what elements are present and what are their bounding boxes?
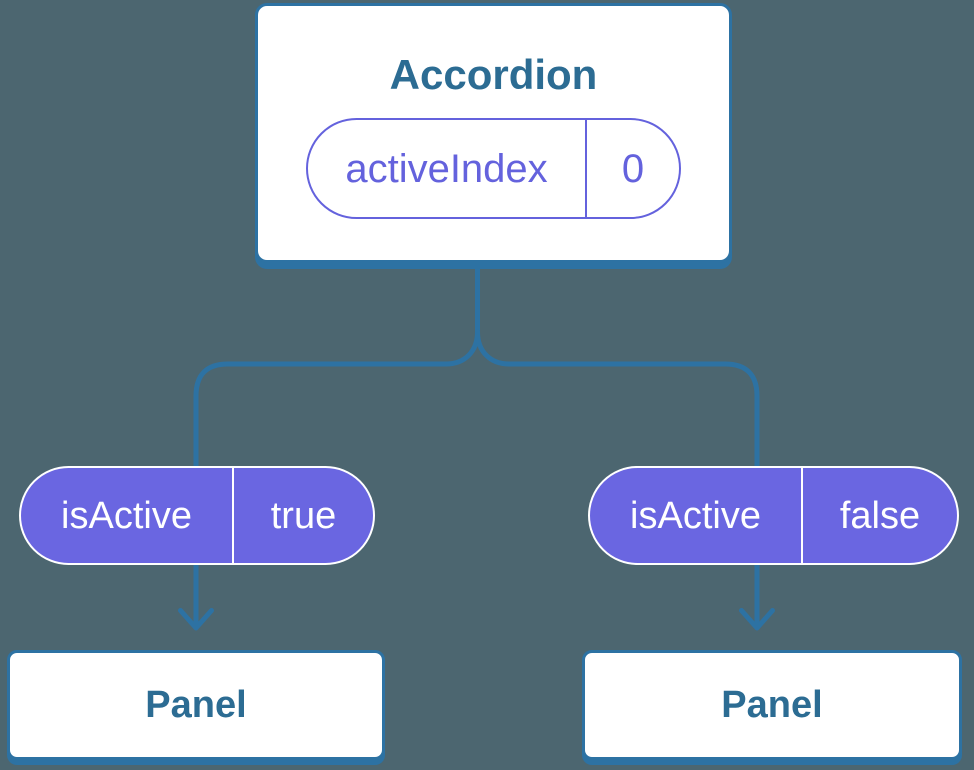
component-title: Accordion bbox=[389, 51, 598, 98]
prop-pill-left: isActive true bbox=[19, 466, 375, 565]
prop-pill-right: isActive false bbox=[588, 466, 959, 565]
panel-card-left: Panel bbox=[7, 650, 385, 760]
connector-right-branch bbox=[475, 329, 760, 627]
panel-card-right: Panel bbox=[582, 650, 962, 760]
state-name: activeIndex bbox=[345, 146, 548, 191]
accordion-component-card: Accordion activeIndex 0 bbox=[255, 3, 732, 263]
prop-name: isActive bbox=[61, 494, 192, 537]
component-title: Panel bbox=[145, 684, 247, 726]
prop-value: false bbox=[801, 468, 957, 563]
state-value: 0 bbox=[585, 120, 679, 217]
prop-value: true bbox=[232, 468, 373, 563]
state-pill: activeIndex 0 bbox=[306, 118, 681, 219]
arrowhead-right-icon bbox=[739, 608, 775, 631]
arrowhead-left-icon bbox=[178, 608, 214, 631]
connector-left-branch bbox=[193, 263, 480, 627]
component-title: Panel bbox=[721, 684, 823, 726]
prop-name: isActive bbox=[630, 494, 761, 537]
